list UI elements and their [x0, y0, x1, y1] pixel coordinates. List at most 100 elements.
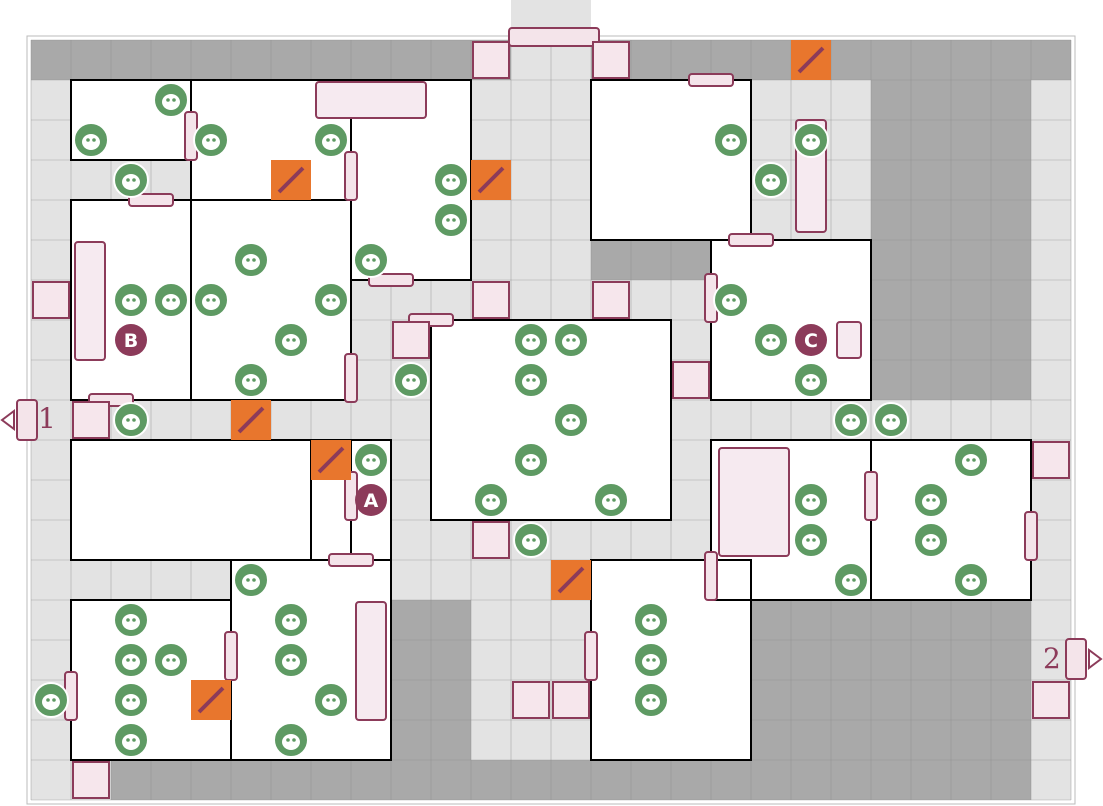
monster-eye [326, 138, 330, 142]
monster-eye [732, 298, 736, 302]
monster-eye [532, 338, 536, 342]
monster-face-icon [522, 534, 540, 550]
door [584, 631, 598, 681]
monster-eye [446, 178, 450, 182]
monster-eye [966, 458, 970, 462]
map-doors [32, 27, 1070, 799]
room-marker-c [795, 324, 827, 356]
monster-eye [652, 658, 656, 662]
monster-eye [206, 138, 210, 142]
monster-face-icon [602, 494, 620, 510]
monster-eye [806, 538, 810, 542]
rubble-block [1032, 441, 1070, 479]
room-marker-a [355, 484, 387, 516]
wall-tapestry [315, 81, 427, 119]
door [344, 151, 358, 201]
monster-face-icon [122, 174, 140, 190]
monster-face-icon [242, 374, 260, 390]
monster-eye [332, 138, 336, 142]
monster-face-icon [122, 614, 140, 630]
wall-carving [74, 241, 106, 361]
monster-face-icon [882, 414, 900, 430]
room-floor [591, 560, 751, 760]
monster-eye [452, 218, 456, 222]
room-floor [71, 440, 351, 560]
rubble-block [1032, 681, 1070, 719]
door [704, 551, 718, 601]
monster-face-icon [122, 734, 140, 750]
monster-face-icon [362, 454, 380, 470]
monster-eye [132, 698, 136, 702]
monster-eye [172, 298, 176, 302]
trap-icon [797, 46, 825, 74]
monster-eye [166, 298, 170, 302]
monster-eye [326, 298, 330, 302]
monster-eye [612, 498, 616, 502]
monster-face-icon [122, 414, 140, 430]
rubble-block [72, 761, 110, 799]
monster-eye [252, 258, 256, 262]
monster-eye [286, 618, 290, 622]
monster-eye [846, 418, 850, 422]
monster-face-icon [522, 454, 540, 470]
rubble-block [472, 281, 510, 319]
monster-eye [166, 98, 170, 102]
monster-face-icon [322, 134, 340, 150]
monster-eye [126, 738, 130, 742]
monster-face-icon [162, 654, 180, 670]
monster-face-icon [122, 694, 140, 710]
wall-block [111, 760, 1031, 800]
monster-face-icon [202, 134, 220, 150]
monster-face-icon [802, 534, 820, 550]
monster-eye [526, 378, 530, 382]
monster-face-icon [82, 134, 100, 150]
monster-eye [86, 138, 90, 142]
monster-eye [526, 458, 530, 462]
room-marker-label: B [124, 330, 138, 352]
monster-eye [406, 378, 410, 382]
monster-face-icon [162, 94, 180, 110]
monster-eye [452, 178, 456, 182]
monster-face-icon [442, 174, 460, 190]
monster-eye [292, 618, 296, 622]
monster-eye [126, 698, 130, 702]
monster-eye [126, 298, 130, 302]
wall-mural [355, 601, 387, 721]
monster-eye [726, 138, 730, 142]
room-marker-label: A [364, 490, 379, 512]
trap-icon [557, 566, 585, 594]
door [368, 273, 414, 287]
monster-face-icon [642, 694, 660, 710]
monster-face-icon [562, 414, 580, 430]
monster-eye [126, 658, 130, 662]
monster-eye [812, 538, 816, 542]
rubble-block [472, 521, 510, 559]
monster-face-icon [42, 694, 60, 710]
monster-eye [932, 498, 936, 502]
monster-eye [526, 538, 530, 542]
door [688, 73, 734, 87]
monster-face-icon [522, 334, 540, 350]
monster-face-icon [122, 294, 140, 310]
monster-eye [206, 298, 210, 302]
monster-face-icon [802, 134, 820, 150]
door [864, 471, 878, 521]
monster-eye [332, 698, 336, 702]
door [224, 631, 238, 681]
room-floor [431, 320, 671, 520]
monster-eye [526, 338, 530, 342]
monster-eye [212, 138, 216, 142]
monster-face-icon [762, 334, 780, 350]
monster-eye [806, 138, 810, 142]
monster-eye [166, 658, 170, 662]
monster-eye [286, 738, 290, 742]
entry-marker-2: 2 [1043, 642, 1061, 675]
room-border [430, 319, 672, 521]
monster-eye [92, 138, 96, 142]
monster-eye [372, 458, 376, 462]
trap-icon [197, 686, 225, 714]
rack-furniture [718, 447, 790, 557]
door [344, 353, 358, 403]
monster-eye [492, 498, 496, 502]
